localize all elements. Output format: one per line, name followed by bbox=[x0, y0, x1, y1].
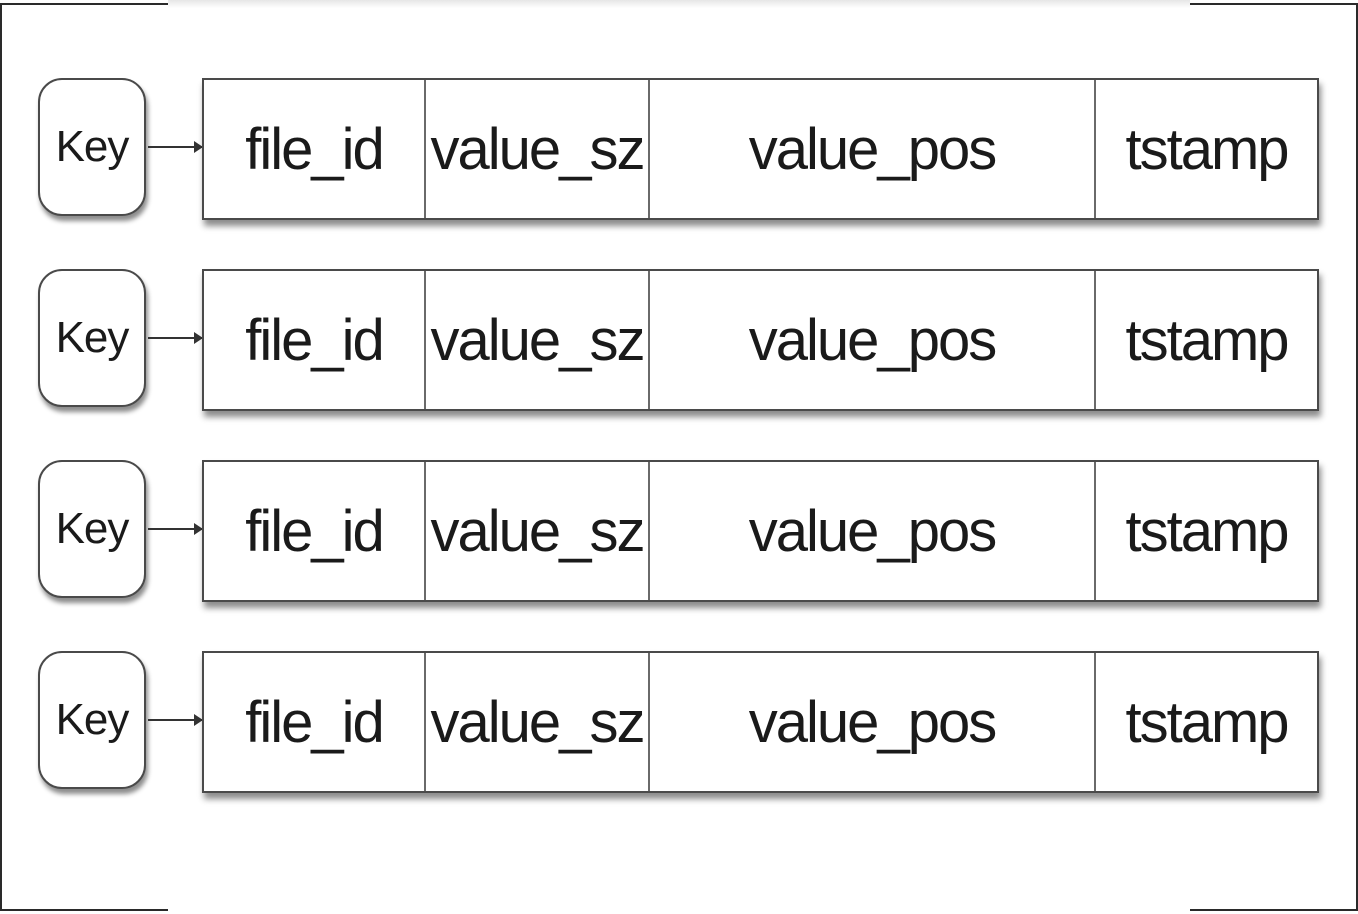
value-pos-cell: value_pos bbox=[650, 462, 1096, 600]
key-node: Key bbox=[38, 651, 146, 789]
value-pos-cell: value_pos bbox=[650, 271, 1096, 409]
frame-edge-top-right bbox=[1190, 3, 1358, 5]
file-id-cell: file_id bbox=[204, 271, 426, 409]
keydir-entry: Key file_id value_sz value_pos tstamp bbox=[0, 265, 1358, 415]
frame-edge-top-left bbox=[0, 3, 168, 5]
tstamp-cell: tstamp bbox=[1125, 498, 1289, 564]
value-pos-cell: value_pos bbox=[650, 653, 1096, 791]
frame-edge-bottom-left bbox=[0, 909, 168, 911]
top-shade bbox=[168, 0, 1190, 8]
frame-edge-bottom-right bbox=[1190, 909, 1358, 911]
entry-record: file_id value_sz value_pos tstamp bbox=[202, 78, 1319, 220]
entry-record: file_id value_sz value_pos tstamp bbox=[202, 460, 1319, 602]
keydir-entry: Key file_id value_sz value_pos tstamp bbox=[0, 74, 1358, 224]
tstamp-cell: tstamp bbox=[1125, 307, 1289, 373]
value-sz-cell: value_sz bbox=[426, 80, 650, 218]
key-node: Key bbox=[38, 269, 146, 407]
arrow-right-icon bbox=[148, 332, 203, 344]
arrow-right-icon bbox=[148, 523, 203, 535]
frame-edge-right bbox=[1356, 4, 1358, 910]
arrow-right-icon bbox=[148, 141, 203, 153]
arrow-right-icon bbox=[148, 714, 203, 726]
file-id-cell: file_id bbox=[204, 653, 426, 791]
value-pos-cell: value_pos bbox=[650, 80, 1096, 218]
keydir-entry: Key file_id value_sz value_pos tstamp bbox=[0, 647, 1358, 797]
file-id-cell: file_id bbox=[204, 462, 426, 600]
frame-edge-left bbox=[0, 4, 2, 910]
key-node: Key bbox=[38, 460, 146, 598]
entry-record: file_id value_sz value_pos tstamp bbox=[202, 651, 1319, 793]
value-sz-cell: value_sz bbox=[426, 271, 650, 409]
value-sz-cell: value_sz bbox=[426, 653, 650, 791]
value-sz-cell: value_sz bbox=[426, 462, 650, 600]
keydir-entry: Key file_id value_sz value_pos tstamp bbox=[0, 456, 1358, 606]
tstamp-cell: tstamp bbox=[1125, 116, 1289, 182]
entry-record: file_id value_sz value_pos tstamp bbox=[202, 269, 1319, 411]
file-id-cell: file_id bbox=[204, 80, 426, 218]
tstamp-cell: tstamp bbox=[1125, 689, 1289, 755]
key-node: Key bbox=[38, 78, 146, 216]
